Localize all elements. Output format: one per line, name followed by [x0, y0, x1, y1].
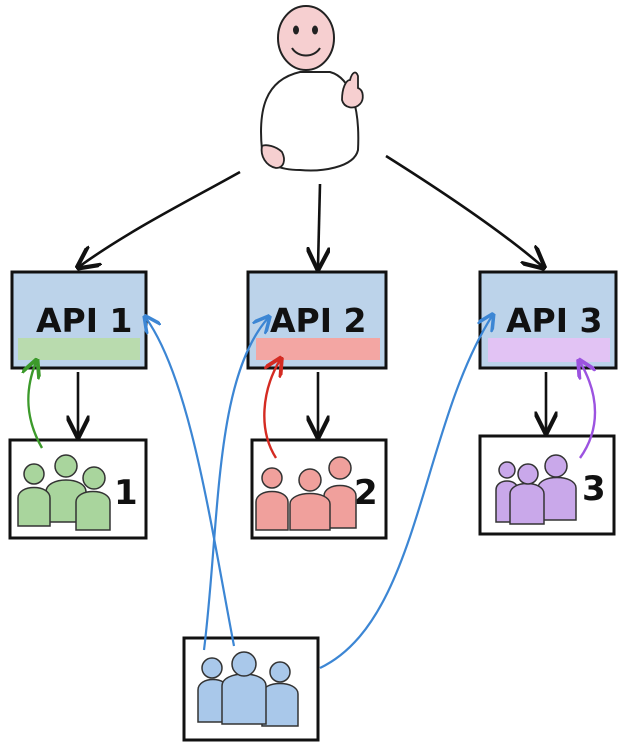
group-shared-people-icon: [197, 651, 299, 727]
arrow-group-3-to-api-3: [580, 362, 597, 459]
arrow-shared-to-api-1: [146, 318, 236, 647]
developer-figure: [260, 5, 364, 172]
api-2-color-bar: [256, 338, 380, 360]
developer-hand: [341, 71, 364, 109]
group-2-people-icon: [255, 456, 357, 531]
arrow-shared-to-api-3: [319, 316, 492, 669]
developer-left-hand: [260, 144, 285, 169]
arrow-shared-to-api-2: [202, 318, 268, 651]
api-2-label: API 2: [270, 301, 366, 340]
group-shared-box: [182, 636, 320, 742]
group-3-people-icon: [495, 454, 577, 525]
api-1-label: API 1: [36, 301, 132, 340]
api-1-color-bar: [18, 338, 140, 360]
group-2-number: 2: [354, 473, 378, 513]
group-1-box: 1: [8, 438, 148, 540]
developer-eye-left: [293, 25, 299, 35]
arrow-group-2-to-api-2: [263, 360, 280, 459]
group-1-people-icon: [17, 454, 111, 531]
developer-head: [277, 5, 335, 71]
api-3-box: API 3: [478, 270, 618, 370]
arrow-dev-to-api-2: [318, 183, 320, 266]
api-3-label: API 3: [506, 301, 602, 340]
arrow-dev-to-api-1: [80, 170, 241, 266]
group-3-number: 3: [582, 469, 606, 509]
group-2-box: 2: [250, 438, 388, 540]
group-1-number: 1: [114, 473, 138, 513]
api-1-box: API 1: [10, 270, 148, 370]
api-3-color-bar: [488, 338, 610, 362]
developer-body: [260, 71, 360, 172]
arrow-group-1-to-api-1: [28, 362, 44, 449]
group-3-box: 3: [478, 434, 616, 536]
developer-eye-right: [312, 25, 318, 35]
api-2-box: API 2: [246, 270, 388, 370]
developer-smile: [291, 47, 321, 57]
arrow-dev-to-api-3: [385, 154, 542, 266]
